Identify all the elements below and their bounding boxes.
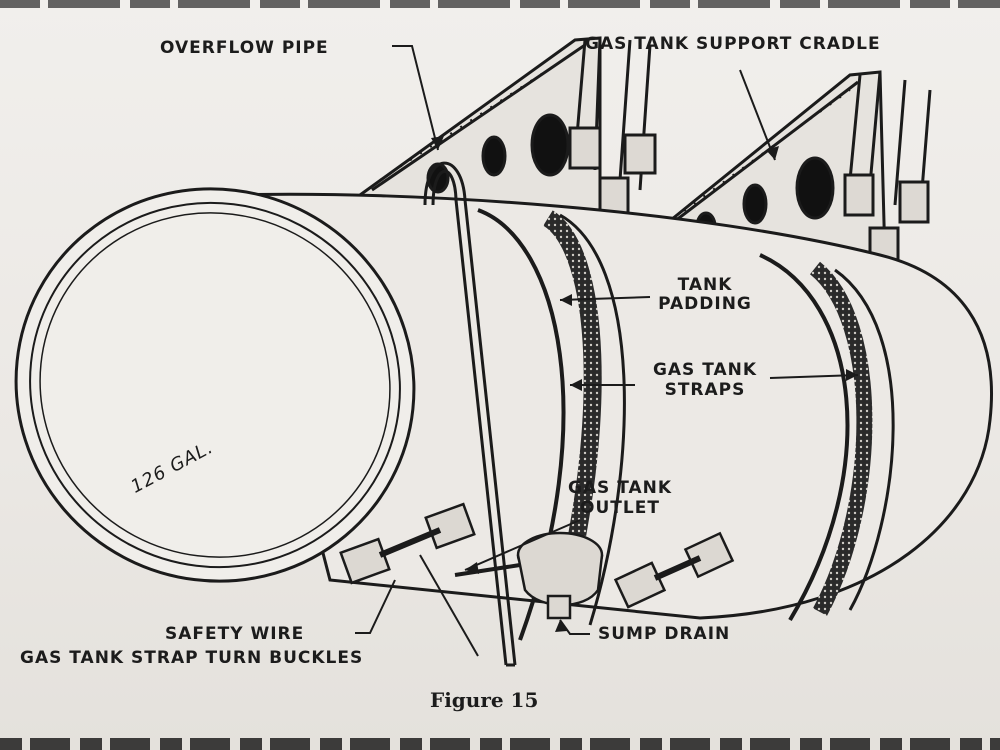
label-tank-padding-line1: TANK — [677, 275, 733, 295]
overflow-pipe — [423, 161, 517, 667]
label-tank-padding-line2: PADDING — [658, 294, 752, 314]
label-overflow-pipe: OVERFLOW PIPE — [160, 38, 329, 58]
bottom-cut-text-line — [0, 738, 1000, 750]
figure-caption: Figure 15 — [430, 688, 539, 712]
label-outlet-line1: GAS TANK — [567, 478, 673, 498]
label-support-cradle: GAS TANK SUPPORT CRADLE — [585, 34, 881, 54]
label-straps-line1: GAS TANK — [652, 360, 758, 380]
label-sump-drain: SUMP DRAIN — [598, 624, 731, 644]
label-outlet-line2: OUTLET — [580, 498, 660, 518]
label-turn-buckles: GAS TANK STRAP TURN BUCKLES — [20, 648, 364, 668]
arrow-heads — [431, 136, 858, 632]
label-safety-wire: SAFETY WIRE — [165, 624, 305, 644]
turn-buckles — [339, 502, 735, 609]
sump-drain — [454, 531, 604, 620]
label-straps-line2: STRAPS — [664, 380, 746, 400]
tank-body — [14, 187, 993, 641]
top-cut-text-line — [0, 0, 1000, 8]
